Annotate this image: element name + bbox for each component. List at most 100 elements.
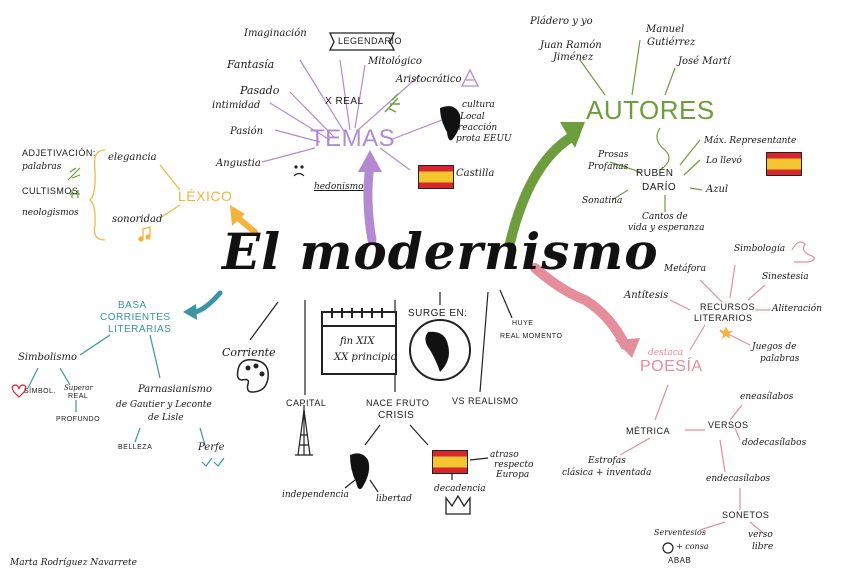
spain-flag-icon	[432, 450, 468, 474]
music-note-icon	[138, 226, 151, 242]
poesia-item: Aliteración	[772, 304, 823, 314]
poesia-item: SONETOS	[722, 510, 770, 520]
lexico-item: elegancia	[108, 152, 157, 163]
poesia-item: endecasílabos	[706, 474, 771, 484]
crown-icon	[445, 494, 471, 515]
base-item: Superar	[64, 384, 93, 392]
poesia-item: Antítesis	[624, 290, 669, 301]
arrow-to-poesia	[530, 263, 630, 350]
poesia-item: verso	[748, 530, 773, 540]
autores-item: Profanas	[588, 162, 629, 172]
base-item: Simbolismo	[18, 352, 77, 363]
vs-label: VS REALISMO	[452, 396, 519, 406]
independencia-label: independencia	[282, 490, 349, 500]
base-item: BELLEZA	[118, 444, 153, 451]
sad-face-icon	[293, 165, 305, 177]
autores-item: Máx. Representante	[704, 136, 797, 146]
atraso-label: atraso	[490, 450, 519, 460]
poesia-item: Simbología	[734, 244, 786, 254]
base-item: REAL	[68, 393, 89, 400]
star-icon	[719, 326, 733, 339]
base-heading: LITERARIAS	[108, 324, 172, 335]
lexico-item: palabras	[22, 162, 62, 172]
atraso-label: respecto	[494, 460, 534, 470]
temas-item: Fantasía	[227, 58, 275, 71]
temas-item: Castilla	[456, 168, 495, 179]
destaca-label: destaca	[648, 348, 684, 358]
base-item: de Gautier y Leconte	[116, 400, 212, 410]
lexico-item: sonoridad	[112, 214, 163, 225]
lexico-lines	[89, 149, 181, 241]
poesia-lines	[619, 264, 770, 533]
decadencia-label: decadencia	[434, 484, 486, 494]
poesia-item: eneasílabos	[740, 392, 794, 402]
nace-label: NACE FRUTO	[366, 398, 430, 408]
temas-item: prota EEUU	[456, 134, 512, 144]
arrow-to-autores	[505, 130, 580, 248]
base-item: Parnasianismo	[138, 384, 212, 395]
autores-item: RUBÉN	[636, 168, 674, 179]
poesia-item: + consa	[676, 542, 709, 551]
temas-item: Pasión	[230, 126, 264, 137]
lexico-item: ADJETIVACIÓN:	[22, 148, 96, 158]
arrow-to-lexico	[235, 215, 258, 235]
base-heading: CORRIENTES	[100, 312, 171, 323]
autores-heading: AUTORES	[586, 95, 715, 125]
huye-label: HUYE	[512, 320, 534, 327]
eiffel-tower-icon	[295, 409, 313, 456]
base-item: PROFUNDO	[56, 416, 101, 423]
check-marks-icon	[201, 457, 225, 467]
spain-flag-icon	[418, 165, 454, 189]
poesia-item: Sinestesia	[762, 272, 809, 282]
poesia-item: RECURSOS	[700, 302, 756, 312]
lexico-heading: LÉXICO	[178, 188, 233, 204]
author-signature: Marta Rodríguez Navarrete	[10, 558, 137, 568]
huye-label: REAL MOMENTO	[500, 333, 563, 340]
poesia-item: palabras	[760, 354, 800, 364]
south-america-map-icon	[350, 453, 370, 490]
leaf-icon	[384, 93, 400, 113]
crisis-label: CRISIS	[378, 410, 415, 421]
autores-item: Manuel	[646, 24, 685, 35]
poesia-item: MÉTRICA	[626, 426, 670, 436]
base-item: SÍMBOL.	[24, 388, 56, 395]
arrow-head-temas	[358, 150, 382, 172]
arrow-head-poesia	[615, 338, 640, 358]
poesia-item: Estrofas	[588, 456, 626, 466]
poesia-item: Juegos de	[752, 342, 797, 352]
lexico-item: CULTISMOS	[22, 186, 79, 196]
calendar-text: XX principio	[334, 352, 397, 363]
autores-item: vida y esperanza	[628, 223, 705, 233]
arrow-head-lexico	[230, 205, 245, 226]
poesia-item: ABAB	[668, 556, 692, 565]
skull-icon	[662, 542, 674, 554]
temas-item: X REAL	[325, 96, 364, 107]
temas-item: reacción	[458, 123, 498, 133]
calendar-icon	[321, 308, 397, 375]
autores-item: José Martí	[678, 56, 731, 67]
temas-item: Mitológico	[368, 56, 422, 67]
corriente-label: Corriente	[222, 346, 276, 359]
poesia-item: Serventesios	[654, 528, 706, 537]
autores-item: Azul	[706, 184, 729, 195]
poesia-item: libre	[752, 542, 774, 552]
temas-item: intimidad	[212, 100, 261, 111]
center-lines	[249, 289, 513, 493]
autores-item: Cantos de	[642, 212, 688, 222]
calendar-text: fin XIX	[340, 336, 375, 347]
autores-item: DARÍO	[642, 182, 677, 193]
palette-icon	[236, 358, 269, 393]
poesia-item: LITERARIOS	[694, 313, 753, 323]
temas-item: Angustia	[216, 158, 261, 169]
poesia-heading: POESÍA	[640, 358, 703, 375]
base-lines	[27, 334, 206, 446]
spain-flag-icon	[766, 152, 802, 176]
heart-icon	[11, 384, 27, 398]
temas-heading: TEMAS	[310, 125, 396, 152]
poesia-item: VERSOS	[708, 420, 749, 430]
atraso-label: Europa	[496, 470, 530, 480]
autores-item: Juan Ramón	[540, 40, 602, 51]
arrow-head-autores	[560, 122, 585, 148]
autores-item: Jiménez	[553, 52, 594, 63]
